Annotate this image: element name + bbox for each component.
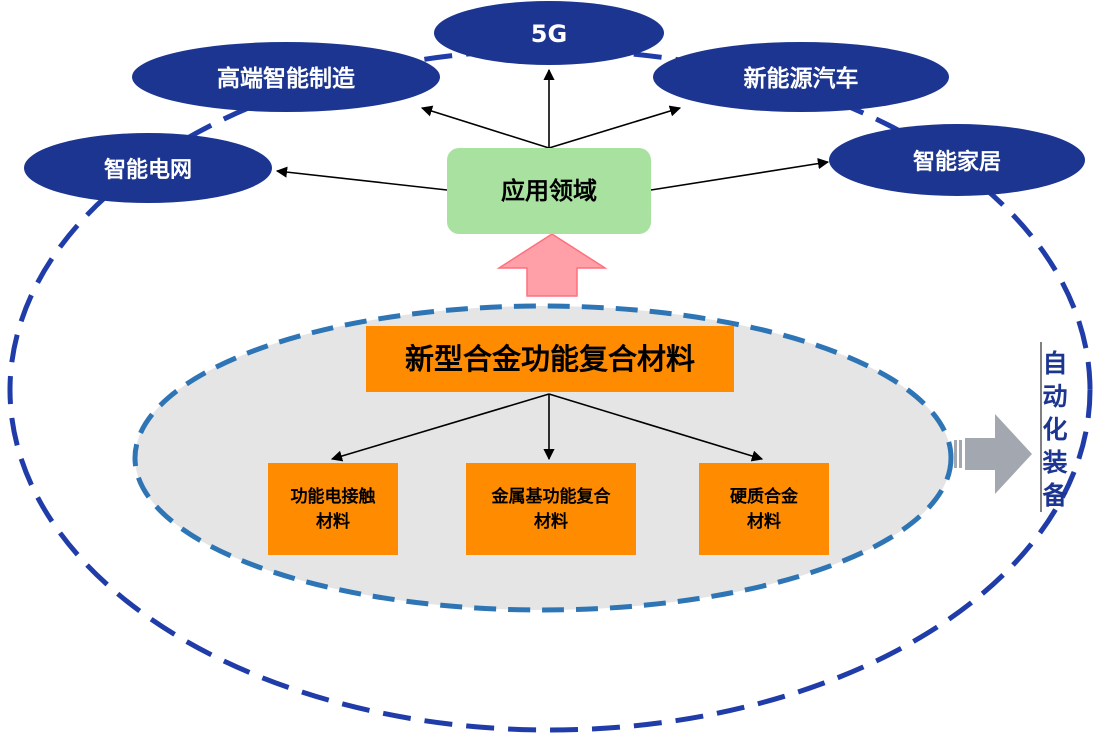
core-material-label: 新型合金功能复合材料 bbox=[405, 342, 695, 376]
gray-right-arrow bbox=[954, 414, 1032, 494]
label-home: 智能家居 bbox=[913, 149, 1001, 175]
automation-char-3: 化 bbox=[1042, 415, 1067, 444]
ellipse-nev bbox=[653, 42, 949, 112]
core-material-box bbox=[366, 326, 734, 392]
sub-material-1-line1: 功能电接触 bbox=[291, 486, 376, 507]
app-areas-label: 应用领域 bbox=[501, 176, 597, 205]
sub-material-2-line2: 材料 bbox=[534, 511, 568, 532]
arrow-to-sub-1 bbox=[330, 393, 550, 462]
arrow-to-manufacturing bbox=[420, 105, 550, 149]
ellipse-5g bbox=[434, 1, 664, 65]
sub-material-box-3 bbox=[699, 463, 829, 555]
arrow-to-sub-3 bbox=[548, 393, 764, 462]
automation-char-1: 自 bbox=[1042, 349, 1067, 378]
arrow-to-home bbox=[650, 158, 830, 191]
ellipse-home bbox=[829, 124, 1085, 196]
label-5g: 5G bbox=[531, 20, 567, 48]
outer-dashed-boundary bbox=[7, 47, 1093, 733]
sub-material-3-line1: 硬质合金 bbox=[730, 486, 799, 507]
automation-label: 自 动 化 装 备 bbox=[1040, 342, 1068, 512]
arrow-to-grid bbox=[275, 166, 448, 191]
sub-material-1-line2: 材料 bbox=[316, 511, 350, 532]
ellipse-manufacturing bbox=[132, 42, 440, 112]
sub-material-box-2 bbox=[466, 463, 636, 555]
label-grid: 智能电网 bbox=[104, 157, 192, 183]
sub-material-2-line1: 金属基功能复合 bbox=[491, 486, 612, 507]
automation-char-2: 动 bbox=[1042, 382, 1067, 411]
arrow-to-nev bbox=[548, 105, 682, 149]
sub-material-3-line2: 材料 bbox=[747, 511, 781, 532]
label-manufacturing: 高端智能制造 bbox=[217, 65, 356, 92]
ellipse-grid bbox=[24, 133, 272, 203]
label-nev: 新能源汽车 bbox=[744, 65, 859, 92]
sub-material-box-1 bbox=[268, 463, 398, 555]
automation-char-5: 备 bbox=[1041, 481, 1068, 510]
app-areas-box bbox=[447, 148, 651, 234]
automation-char-4: 装 bbox=[1042, 448, 1067, 477]
pink-up-arrow bbox=[496, 233, 608, 297]
